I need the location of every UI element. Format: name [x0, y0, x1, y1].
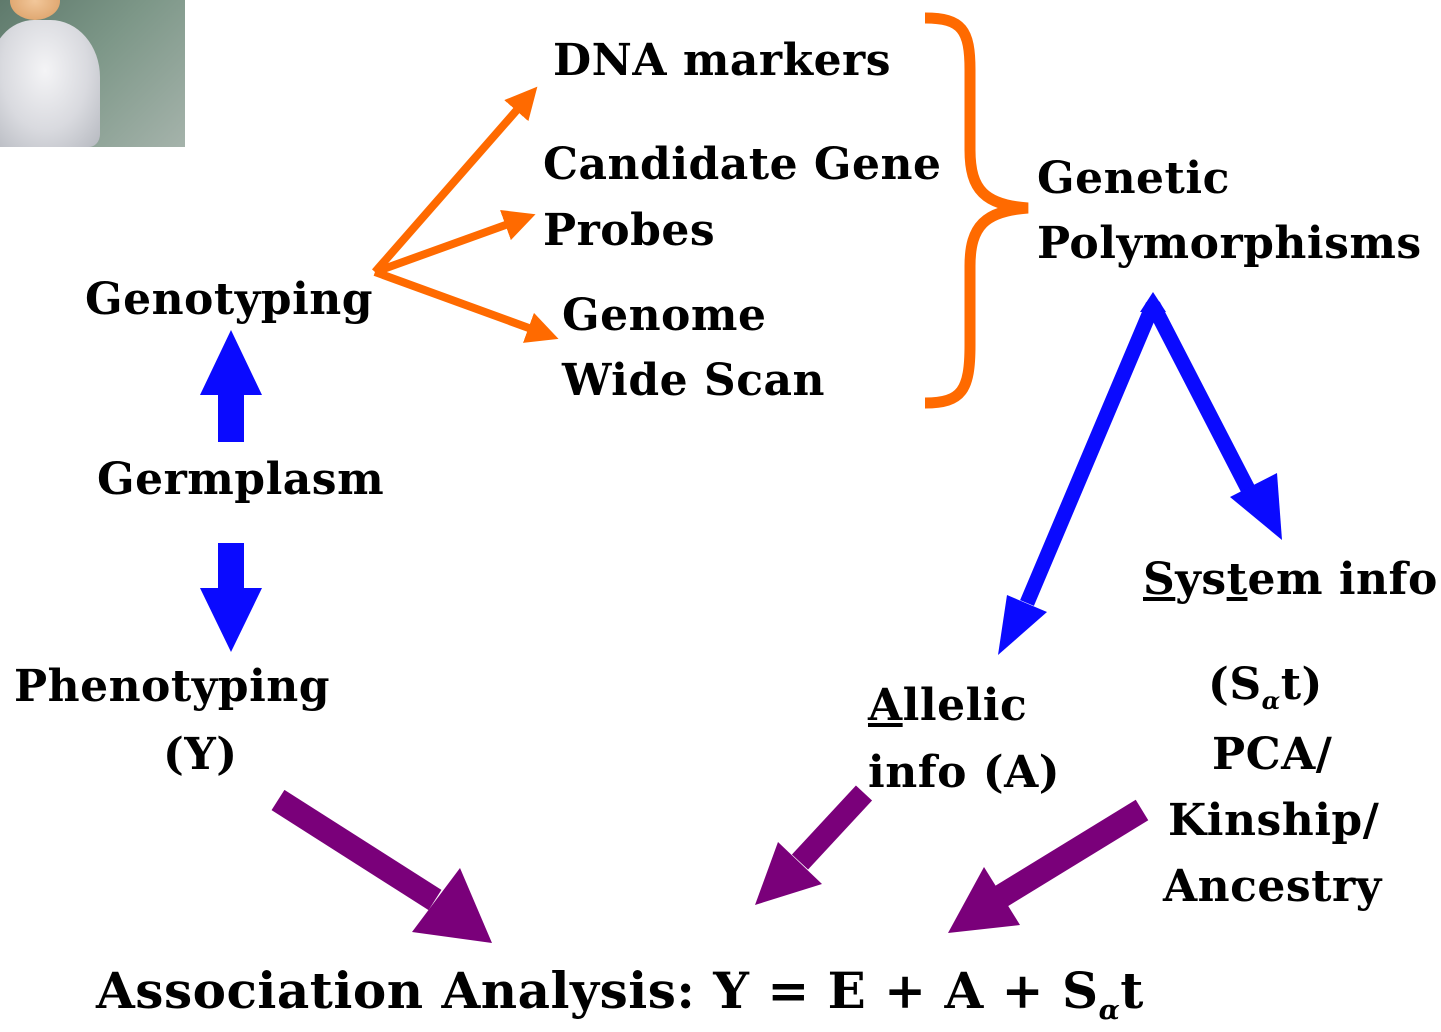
arrow-head-allelic-purple	[755, 842, 822, 905]
label-association-equation: Association Analysis: Y = E + A + Sαt	[96, 962, 1144, 1027]
equation-sub: α	[1098, 994, 1121, 1026]
system-t: t	[1226, 554, 1248, 605]
sat-open: (S	[1208, 659, 1262, 710]
arrow-to-dna-markers	[371, 86, 538, 275]
label-kinship: Kinship/	[1168, 795, 1380, 846]
label-system-info: System info	[1143, 554, 1438, 606]
label-germplasm: Germplasm	[97, 454, 385, 505]
arrow-head-allelic	[998, 595, 1047, 655]
sat-sub: α	[1261, 685, 1281, 715]
equation-end: t	[1120, 961, 1144, 1020]
arrow-germplasm-to-phenotyping	[200, 543, 262, 652]
arrow-head-phenotyping	[412, 868, 492, 943]
allelic-rest: llelic	[902, 680, 1028, 731]
allelic-a: A	[868, 680, 903, 731]
label-genetic: Genetic	[1037, 153, 1230, 204]
curly-brace	[924, 12, 1029, 409]
label-dna-markers: DNA markers	[553, 35, 892, 86]
label-polymorphisms: Polymorphisms	[1037, 218, 1422, 269]
label-phenotyping: Phenotyping	[14, 661, 331, 712]
label-pca: PCA/	[1212, 729, 1333, 780]
label-phenotyping-y: (Y)	[163, 729, 238, 780]
label-wide-scan: Wide Scan	[562, 355, 825, 406]
label-candidate-gene: Candidate Gene	[543, 139, 942, 190]
label-sat: (Sαt)	[1208, 659, 1323, 715]
system-s: S	[1143, 554, 1176, 605]
statue-head	[10, 0, 60, 20]
arrow-to-genome-scan	[373, 268, 559, 343]
arrow-to-system-info	[1146, 301, 1257, 497]
arrow-to-allelic-info	[1020, 302, 1160, 606]
system-ys: ys	[1175, 554, 1227, 605]
equation-main: Association Analysis: Y = E + A + S	[96, 961, 1099, 1020]
statue-figure	[0, 20, 100, 147]
label-probes: Probes	[543, 205, 716, 256]
label-allelic: Allelic	[868, 680, 1028, 732]
arrow-to-candidate-gene	[373, 209, 536, 276]
arrow-phenotyping-to-association	[271, 789, 442, 911]
arrow-head-system-purple	[948, 867, 1020, 933]
photo-thumbnail	[0, 0, 185, 147]
arrow-allelic-to-association	[791, 785, 873, 870]
sat-close: t)	[1280, 659, 1323, 710]
arrow-tip-genetic	[1140, 292, 1166, 312]
arrow-head-system	[1230, 473, 1282, 540]
arrow-germplasm-to-genotyping	[200, 330, 262, 442]
label-allelic-info: info (A)	[868, 747, 1061, 798]
system-rest: em info	[1247, 554, 1438, 605]
arrow-system-to-association	[993, 799, 1149, 908]
label-genotyping: Genotyping	[85, 274, 374, 325]
label-ancestry: Ancestry	[1163, 861, 1382, 912]
label-genome: Genome	[562, 290, 767, 341]
